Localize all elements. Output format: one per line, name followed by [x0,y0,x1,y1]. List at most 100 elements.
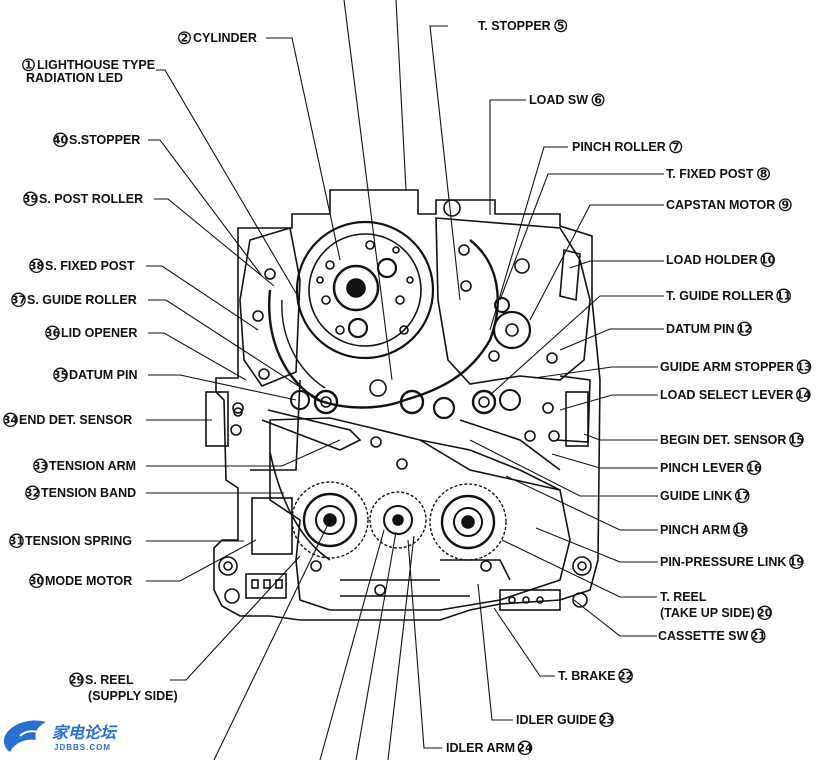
callout-label: PINCH LEVER [660,461,744,475]
callout-number-badge: 38 [29,258,44,274]
center-plate [269,417,571,611]
svg-text:22: 22 [618,669,633,682]
t-guide-roller [471,389,497,415]
callout-number-badge: 23 [599,712,614,728]
svg-text:32: 32 [25,486,40,499]
cassette-switch [499,589,561,611]
svg-text:16: 16 [746,461,762,474]
leader-lines [146,0,664,760]
guide-link [419,439,561,491]
svg-text:23: 23 [599,713,614,726]
callout-number-badge: 18 [733,522,748,538]
callout-number-badge: 40 [53,132,69,148]
svg-text:20: 20 [757,606,773,619]
callout-number-badge: 12 [737,321,752,337]
svg-text:2: 2 [181,31,189,44]
right-plate [435,217,591,385]
callout-label: LOAD HOLDER [666,253,758,267]
callout-number-badge: 9 [778,198,792,211]
svg-text:37: 37 [11,293,26,306]
callout-20: T. REEL(TAKE UP SIDE)20 [660,590,773,621]
callout-label: S. FIXED POST [45,259,135,273]
tape-path-inner [281,299,326,389]
top-right-post [443,199,461,217]
callout-label: CASSETTE SW [658,629,748,643]
callout-label: T. BRAKE [558,669,616,683]
site-watermark: 家电论坛 JDBBS.COM [3,720,118,752]
callout-label: LID OPENER [61,326,137,340]
callout-29: S. REEL (SUPPLY SIDE) 29 [69,672,178,703]
t-reel [440,494,496,550]
callout-number-badge: 13 [796,359,812,375]
callout-number-badge: 6 [591,93,605,106]
cylinder-hub [332,264,380,312]
callout-label: T. GUIDE ROLLER [666,289,774,303]
s-reel-gear [291,481,369,559]
callout-number-badge: 36 [45,325,60,341]
callout-number-badge: 20 [757,605,773,621]
callout-number-badge: 2 [178,31,191,44]
callout-label: MODE MOTOR [45,574,132,588]
svg-text:14: 14 [796,388,812,401]
end-det-sensor [205,391,229,447]
chassis-outline [213,189,601,621]
svg-text:29: 29 [69,673,84,686]
svg-text:31: 31 [9,534,24,547]
callout-number-badge: 29 [69,672,84,688]
callout-label: T. FIXED POST [666,167,754,181]
begin-det-sensor [565,391,589,447]
svg-text:33: 33 [33,459,48,472]
s-guide-roller [313,389,339,415]
callout-number-badge: 31 [9,533,24,549]
callout-label: BEGIN DET. SENSOR [660,433,786,447]
callout-label: T. STOPPER [478,19,551,33]
callout-label: S. REEL [85,673,134,687]
callout-label: CYLINDER [193,31,257,45]
screws [230,244,560,596]
callout-number-badge: 10 [760,252,776,268]
callout-label-line2: (TAKE UP SIDE) [660,606,755,620]
svg-text:40: 40 [53,133,69,146]
callout-label: GUIDE LINK [660,489,732,503]
callout-label-line2: (SUPPLY SIDE) [88,689,178,703]
watermark-subtext: JDBBS.COM [54,743,111,752]
roller-center-2 [432,396,456,420]
callout-label: PINCH ARM [660,523,730,537]
callout-number-badge: 5 [554,19,568,32]
watermark-text: 家电论坛 [52,723,118,742]
svg-text:10: 10 [760,253,776,266]
s-reel [302,492,358,548]
callout-label: TENSION SPRING [25,534,132,548]
callout-number-badge: 24 [517,740,533,756]
tape-path-left [268,289,406,409]
svg-text:38: 38 [29,259,44,272]
svg-text:8: 8 [760,167,768,180]
svg-text:9: 9 [781,198,789,211]
vcr-deck-mechanism-drawing [205,189,601,621]
svg-text:21: 21 [751,629,766,642]
callout-number-badge: 32 [25,485,40,501]
callout-number-badge: 21 [751,628,766,644]
roller-center [399,389,425,415]
callout-number-badge: 7 [669,140,683,153]
pinch-roller [499,389,521,411]
cylinder-spindle [346,278,366,298]
callout-number-badge: 11 [776,288,791,304]
